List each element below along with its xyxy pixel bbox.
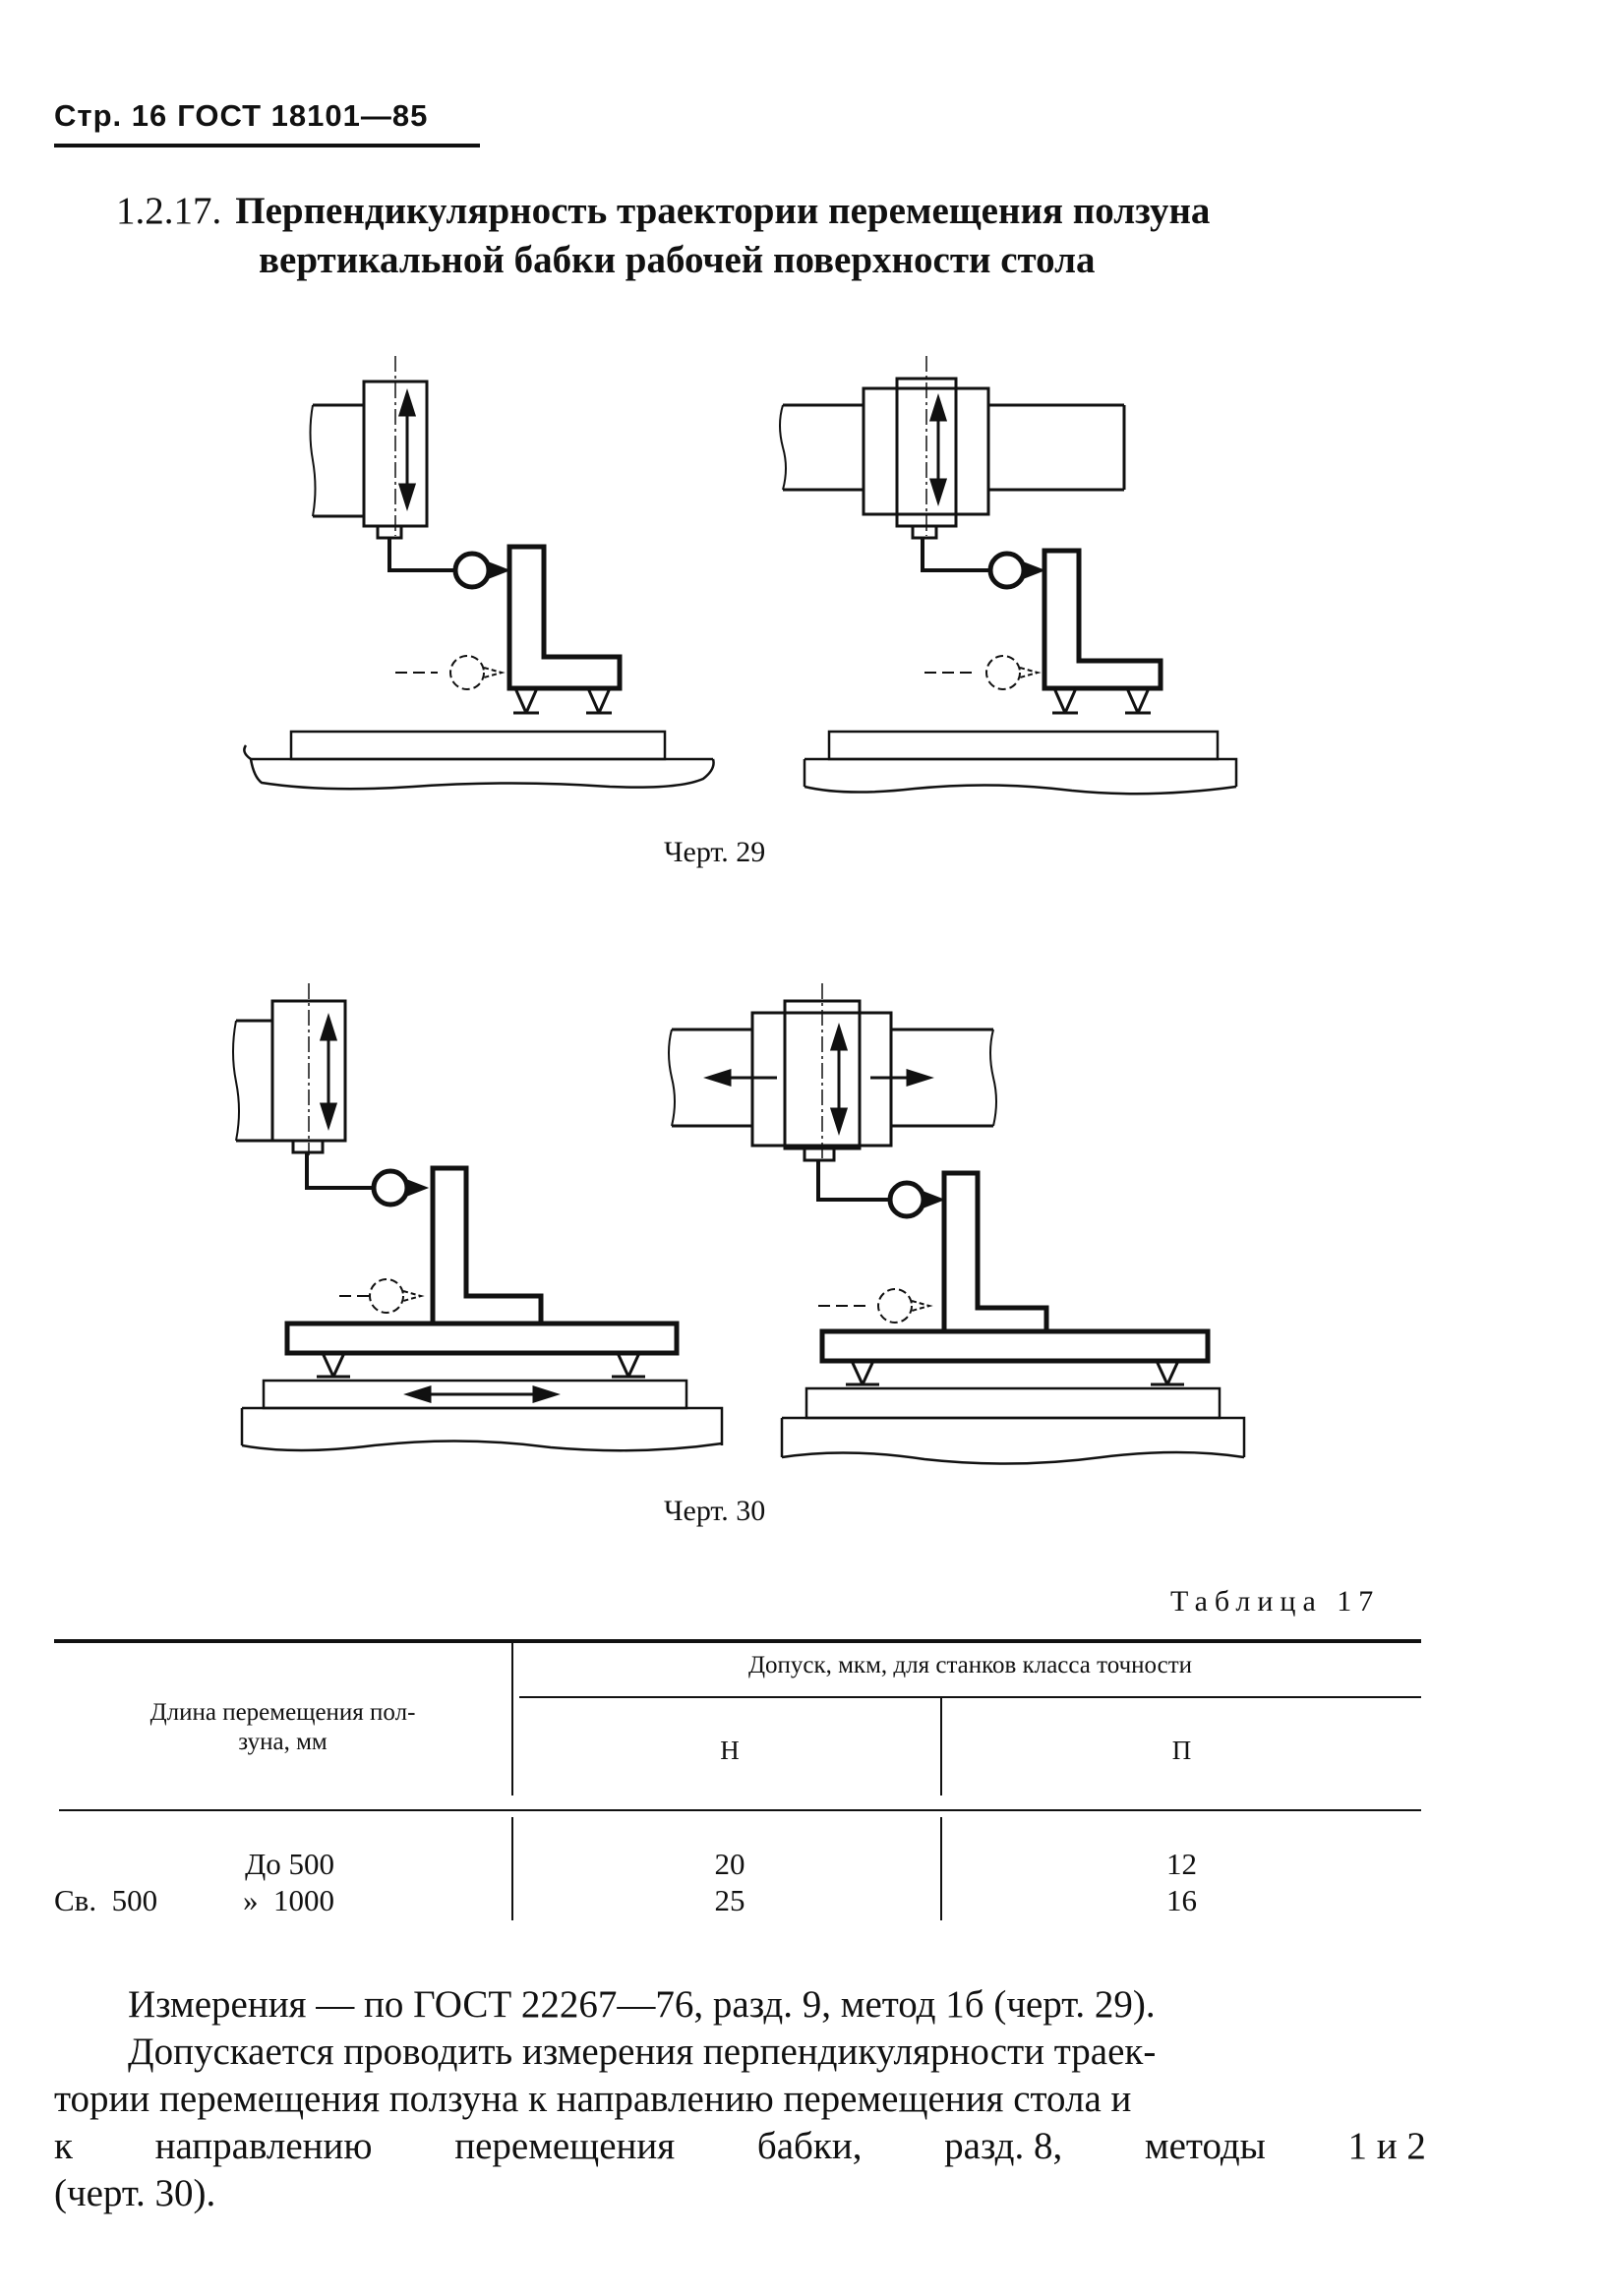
section-title: 1.2.17. Перпендикулярность траектории пер… xyxy=(116,187,1424,285)
figure-29-caption: Черт. 29 xyxy=(664,836,766,868)
body-text: Измерения — по ГОСТ 22267—76, разд. 9, м… xyxy=(54,1981,1426,2217)
table-row-2-p: 16 xyxy=(1166,1883,1197,1917)
paragraph-2-line2: тории перемещения ползуна к направлению … xyxy=(54,2078,1132,2120)
page-header: Стр. 16 ГОСТ 18101—85 xyxy=(54,98,428,134)
table-top-rule xyxy=(54,1639,1421,1643)
table-row-1-p: 12 xyxy=(1166,1847,1197,1881)
table-row-1-length: До 500 xyxy=(245,1847,334,1881)
paragraph-1: Измерения — по ГОСТ 22267—76, разд. 9, м… xyxy=(128,1983,1156,2026)
section-number: 1.2.17. xyxy=(116,190,222,232)
class-p-header: П xyxy=(1171,1736,1192,1765)
section-title-line2: вертикальной бабки рабочей поверхности с… xyxy=(259,239,1096,281)
p2-word-4: бабки, xyxy=(756,2125,863,2167)
p2-word-5: разд. 8, xyxy=(944,2125,1063,2167)
tolerance-group-header: Допуск, мкм, для станков класса точности xyxy=(747,1652,1193,1678)
p2-word-7: 1 и 2 xyxy=(1347,2125,1426,2167)
paragraph-2-line3: к направлению перемещения бабки, разд. 8… xyxy=(54,2123,1426,2170)
table-row-2-h: 25 xyxy=(714,1883,745,1917)
table-subheader-rule xyxy=(519,1696,1421,1698)
table-vline-1-body xyxy=(511,1817,513,1920)
col-length-header: Длина перемещения пол- зуна, мм xyxy=(59,1698,507,1757)
table-row-2-length: » 1000 xyxy=(243,1883,334,1917)
p2-word-1: к xyxy=(54,2125,73,2167)
fig30-left-assembly xyxy=(232,983,724,1452)
table-header-rule xyxy=(59,1809,1421,1811)
figure-29-drawing xyxy=(243,356,1238,795)
page-number-label: Стр. 16 xyxy=(54,98,168,133)
paragraph-2-line1: Допускается проводить измерения перпенди… xyxy=(128,2031,1157,2073)
standard-designation: ГОСТ 18101—85 xyxy=(177,98,429,133)
table-vline-2 xyxy=(940,1698,942,1796)
section-title-line1: Перпендикулярность траектории перемещени… xyxy=(235,190,1211,232)
table-vline-1 xyxy=(511,1643,513,1796)
p2-word-6: методы xyxy=(1144,2125,1266,2167)
table-row-2-prefix: Св. 500 xyxy=(54,1883,158,1917)
class-h-header: Н xyxy=(720,1736,740,1765)
col-length-header-line1: Длина перемещения пол- xyxy=(149,1699,416,1726)
paragraph-2-line4: (черт. 30). xyxy=(54,2172,216,2214)
table-caption: Таблица 17 xyxy=(1170,1585,1381,1618)
col-length-header-line2: зуна, мм xyxy=(238,1729,328,1755)
p2-word-2: направлению xyxy=(154,2125,373,2167)
p2-word-3: перемещения xyxy=(454,2125,676,2167)
header-rule xyxy=(54,144,480,147)
fig30-right-assembly xyxy=(668,983,1246,1465)
fig29-right-assembly xyxy=(779,356,1238,795)
figure-30-caption: Черт. 30 xyxy=(664,1495,766,1527)
table-row-1-h: 20 xyxy=(714,1847,745,1881)
table-vline-2-body xyxy=(940,1817,942,1920)
fig29-left-assembly xyxy=(243,356,715,791)
figure-30-drawing xyxy=(232,983,1246,1465)
